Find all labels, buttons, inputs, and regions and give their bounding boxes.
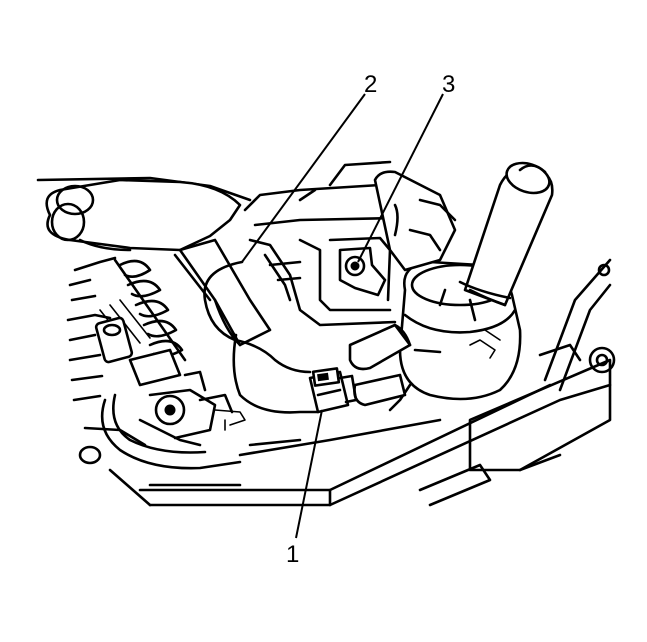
engine-bracket bbox=[243, 160, 442, 327]
callout-2: 2 bbox=[364, 71, 377, 98]
air-intake-duct bbox=[36, 176, 272, 347]
upper-hose-clamp bbox=[373, 170, 457, 272]
engine-left-components bbox=[66, 253, 302, 507]
frame-rail bbox=[138, 258, 616, 507]
leader-line-1 bbox=[295, 409, 323, 539]
callout-labels: 1 2 3 bbox=[286, 71, 455, 568]
bolt-item-3 bbox=[338, 246, 387, 297]
connector-item-1 bbox=[308, 367, 358, 414]
wiring-harness-item-2 bbox=[203, 260, 320, 414]
leader-line-2 bbox=[241, 93, 366, 263]
upper-pipe bbox=[458, 161, 554, 307]
callout-3: 3 bbox=[442, 71, 455, 98]
vacuum-hose bbox=[348, 323, 412, 407]
leader-line-3 bbox=[357, 93, 444, 263]
callout-1: 1 bbox=[286, 541, 299, 568]
leader-lines bbox=[241, 93, 444, 539]
